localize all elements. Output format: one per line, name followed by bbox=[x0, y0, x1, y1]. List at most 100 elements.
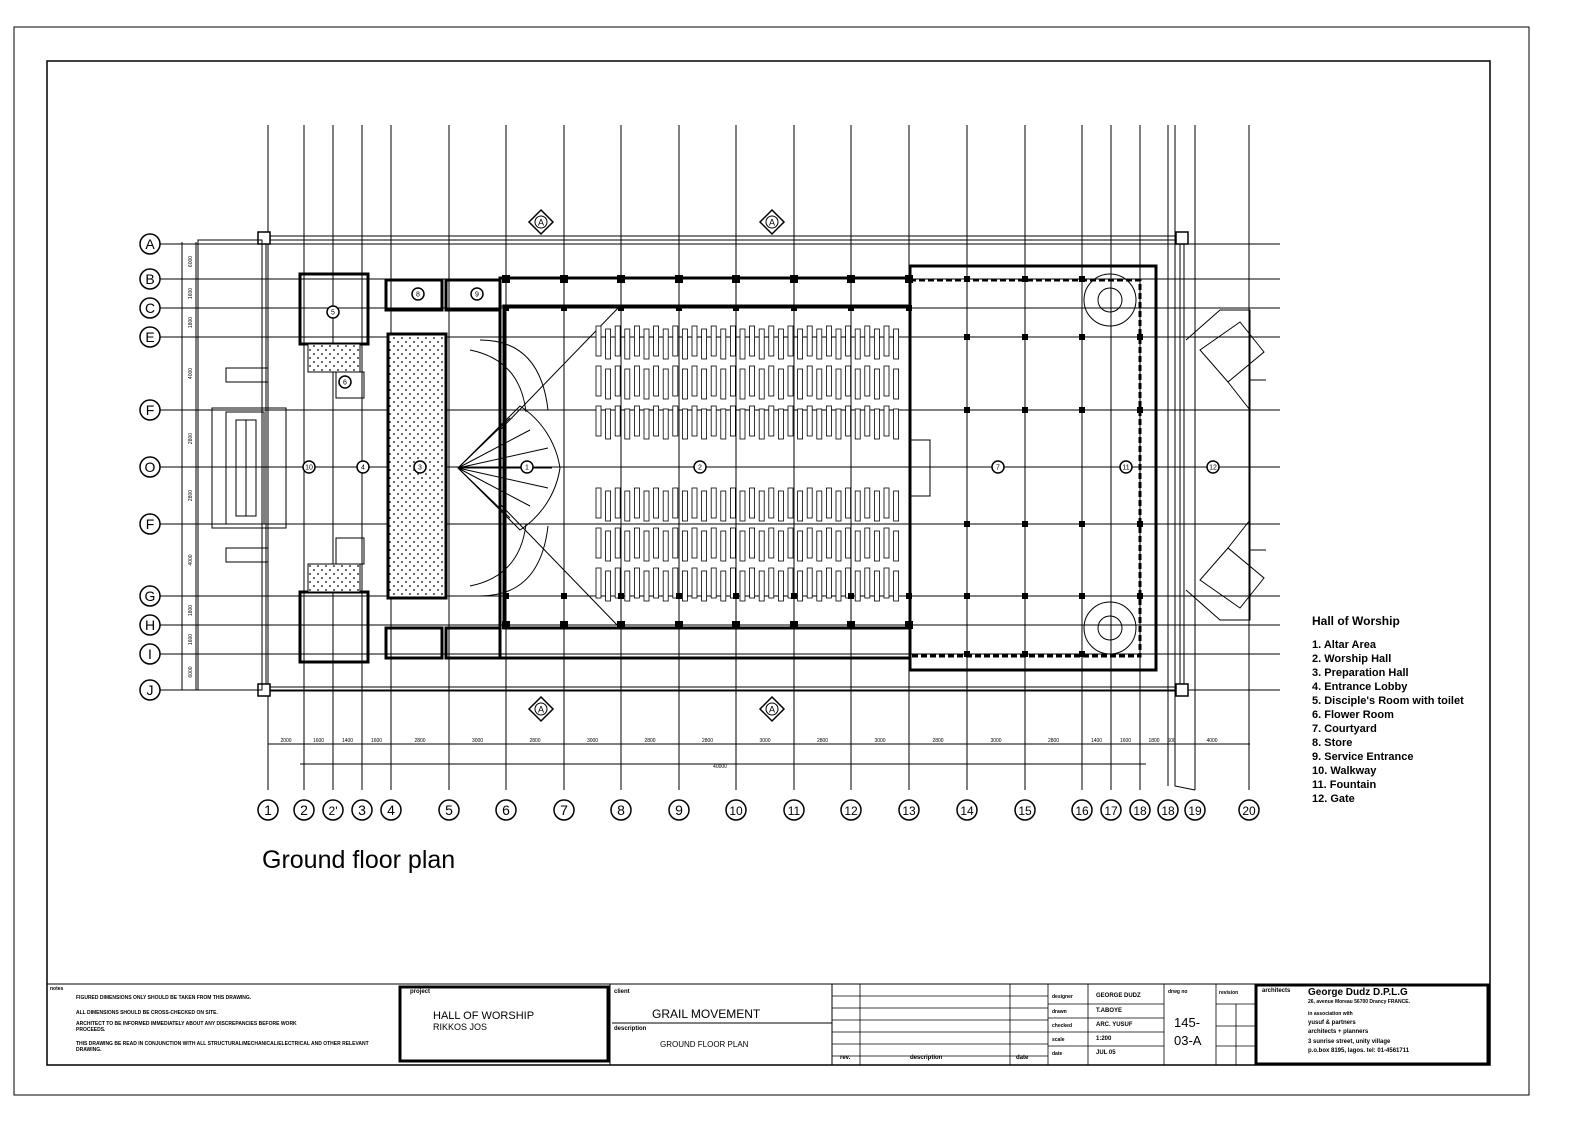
pew bbox=[730, 527, 736, 559]
pew bbox=[739, 328, 746, 360]
room-tag-circle bbox=[991, 460, 1005, 474]
row-dimension: 1600 bbox=[188, 634, 194, 645]
column-bubble-label: 8 bbox=[617, 802, 625, 818]
spiral-stairs bbox=[1083, 273, 1137, 655]
pew bbox=[653, 567, 659, 599]
row-bubble-circle bbox=[139, 679, 161, 701]
room-tag-circle bbox=[338, 375, 352, 389]
column-post bbox=[1022, 593, 1028, 599]
row-bubble: H bbox=[139, 614, 161, 636]
pew bbox=[797, 368, 803, 400]
column-bubble: 9 bbox=[668, 799, 690, 821]
row-bubble: F bbox=[139, 399, 161, 421]
pew bbox=[758, 328, 765, 360]
legend-title: Hall of Worship bbox=[1312, 614, 1400, 628]
column-post bbox=[964, 651, 970, 657]
column-bubble-label: 18 bbox=[1133, 804, 1147, 818]
column-bubble-circle bbox=[1184, 799, 1206, 821]
column-bubble: 15 bbox=[1014, 799, 1036, 821]
column-bubble-label: 7 bbox=[560, 802, 568, 818]
column-post bbox=[503, 305, 509, 311]
pew bbox=[787, 405, 794, 437]
pew bbox=[835, 408, 842, 440]
pew bbox=[720, 530, 727, 562]
pew bbox=[624, 368, 631, 400]
pew bbox=[806, 487, 813, 519]
pew bbox=[624, 408, 631, 440]
drawing-no-1: 145- bbox=[1174, 1015, 1201, 1030]
client-label: client bbox=[614, 989, 630, 995]
column-post bbox=[1022, 334, 1028, 340]
column-post bbox=[676, 305, 682, 311]
pew bbox=[653, 405, 659, 437]
pew bbox=[710, 487, 717, 519]
column-bubble-circle bbox=[610, 799, 632, 821]
pew bbox=[614, 405, 621, 437]
column-bubble-circle bbox=[840, 799, 862, 821]
pew bbox=[614, 365, 621, 397]
room-tag-label: 2 bbox=[698, 465, 702, 472]
column-post bbox=[675, 621, 683, 629]
note-3: ARCHITECT TO BE INFORMED IMMEDIATELY ABO… bbox=[76, 1021, 297, 1033]
pew bbox=[768, 527, 775, 559]
row-bubble-label: J bbox=[147, 682, 154, 698]
pew bbox=[835, 490, 842, 522]
pew bbox=[893, 490, 899, 522]
column-dimension: 3000 bbox=[472, 738, 483, 744]
revision-label: revision bbox=[1219, 990, 1239, 996]
section-marker: A bbox=[758, 695, 786, 723]
column-post bbox=[618, 305, 624, 311]
room-tag-circle bbox=[302, 460, 316, 474]
column-bubble-circle bbox=[322, 799, 344, 821]
pew bbox=[653, 527, 659, 559]
scale-value: 1:200 bbox=[1096, 1036, 1112, 1042]
column-bubble-circle bbox=[1014, 799, 1036, 821]
project-name: HALL OF WORSHIP bbox=[433, 1010, 535, 1022]
pew bbox=[874, 368, 880, 400]
column-dimension: 2800 bbox=[817, 738, 828, 744]
pew bbox=[816, 530, 823, 562]
column-post bbox=[964, 593, 970, 599]
pew bbox=[605, 570, 611, 602]
pew bbox=[605, 328, 611, 360]
column-bubble-label: 20 bbox=[1242, 804, 1256, 818]
pew bbox=[864, 567, 871, 599]
column-post bbox=[791, 593, 797, 599]
room-tag-label: 1 bbox=[525, 465, 529, 472]
pew bbox=[835, 328, 842, 360]
legend-item: 8. Store bbox=[1312, 737, 1353, 749]
column-post bbox=[847, 621, 855, 629]
architects-label: architects bbox=[1262, 988, 1291, 994]
column-bubble-circle bbox=[1129, 799, 1151, 821]
column-post bbox=[1022, 276, 1028, 282]
column-post bbox=[1079, 593, 1085, 599]
column-post bbox=[848, 593, 854, 599]
column-post bbox=[676, 593, 682, 599]
pew bbox=[691, 365, 698, 397]
row-bubble-label: E bbox=[145, 329, 154, 345]
pew bbox=[605, 368, 611, 400]
column-post bbox=[1137, 593, 1143, 599]
pew bbox=[653, 487, 659, 519]
pew bbox=[634, 365, 640, 397]
pew bbox=[835, 530, 842, 562]
pew bbox=[893, 408, 899, 440]
room-tag-label: 7 bbox=[996, 465, 1000, 472]
partner-4: p.o.box 8195, lagos. tel: 01-4561711 bbox=[1308, 1048, 1410, 1054]
pew bbox=[883, 365, 890, 397]
column-bubble-circle bbox=[725, 799, 747, 821]
section-marker-label: A bbox=[769, 218, 775, 228]
column-bubble-label: 11 bbox=[788, 804, 801, 818]
column-bubble: 6 bbox=[495, 799, 517, 821]
column-post bbox=[503, 593, 509, 599]
note-4: THIS DRAWING BE READ IN CONJUNCTION WITH… bbox=[76, 1041, 369, 1053]
drawn-label: drawn bbox=[1052, 1009, 1067, 1015]
stores bbox=[384, 278, 502, 660]
pew bbox=[749, 325, 755, 357]
pew bbox=[634, 325, 640, 357]
pew bbox=[806, 527, 813, 559]
column-post bbox=[561, 305, 567, 311]
column-post bbox=[502, 621, 510, 629]
pew bbox=[682, 368, 688, 400]
